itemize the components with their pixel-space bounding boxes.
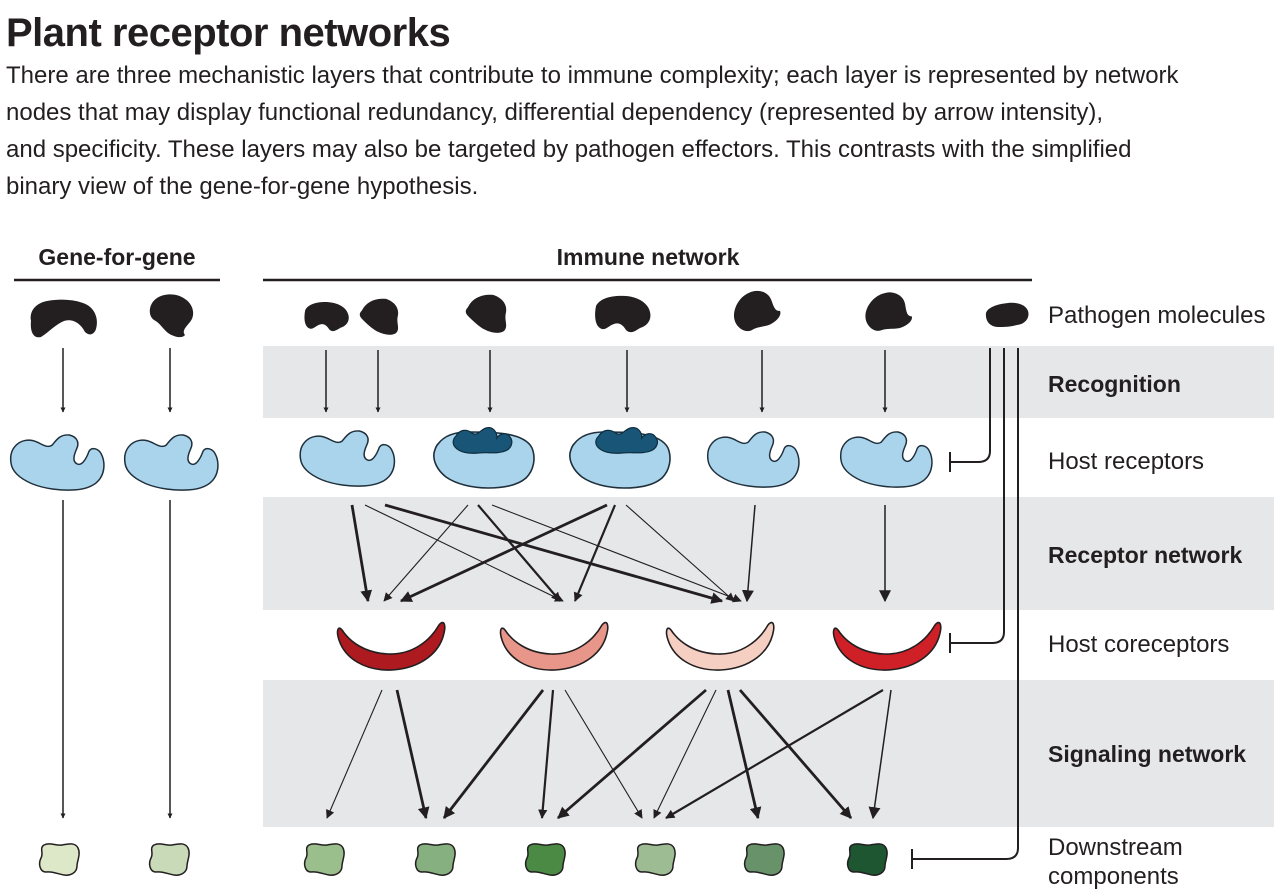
- signaling-arrow: [868, 689, 892, 820]
- label-downstream-components-line2: components: [1048, 863, 1179, 890]
- signaling-arrow: [557, 688, 707, 820]
- pathogen-molecule: [858, 284, 919, 345]
- host-coreceptors: [336, 621, 942, 671]
- host-receptor: [299, 430, 396, 487]
- label-pathogen-molecules: Pathogen molecules: [1048, 302, 1265, 329]
- signaling-arrow: [738, 689, 853, 819]
- band-receptor-network: [263, 497, 1274, 610]
- receptor-network-arrow: [383, 504, 469, 602]
- signaling-arrow: [726, 689, 762, 820]
- label-recognition: Recognition: [1048, 371, 1181, 397]
- signaling-arrow: [538, 689, 555, 819]
- band-recognition: [263, 346, 1274, 418]
- label-downstream-components: Downstream: [1048, 834, 1183, 861]
- receptor-network-arrow: [350, 504, 373, 603]
- receptor-network-arrow: [625, 504, 735, 602]
- label-receptor-network: Receptor network: [1048, 542, 1242, 568]
- signaling-arrow: [442, 689, 545, 819]
- signaling-arrow: [326, 689, 383, 819]
- inhibition-line-receptors: [950, 348, 991, 463]
- immune-network-header: Immune network: [557, 244, 740, 270]
- pathogen-molecule: [304, 302, 349, 332]
- host-receptor: [839, 431, 933, 488]
- downstream-component: [414, 843, 456, 876]
- band-signaling-network: [263, 680, 1274, 827]
- receptor-network-arrow: [384, 503, 724, 604]
- receptor-network-arrow: [477, 504, 561, 602]
- receptor-network-arrows: [350, 503, 891, 604]
- figure-title: Plant receptor networks: [6, 11, 451, 55]
- downstream-component: [743, 843, 785, 876]
- signaling-network-arrows: [326, 688, 892, 820]
- receptor-network-arrow: [491, 504, 742, 603]
- pathogen-molecule: [30, 299, 97, 338]
- downstream-component: [38, 843, 80, 876]
- pathogen-molecule: [727, 283, 787, 343]
- host-receptors: [9, 426, 933, 491]
- receptor-network-arrow: [741, 504, 756, 603]
- host-receptor-bound: [433, 427, 535, 489]
- downstream-component: [148, 843, 190, 876]
- label-signaling-network: Signaling network: [1048, 741, 1246, 767]
- effector-inhibition-lines: [911, 348, 1019, 869]
- pathogen-molecule: [595, 295, 651, 333]
- inhibition-line-downstream: [912, 348, 1019, 860]
- recognition-arrows: [323, 350, 888, 413]
- gene-for-gene-header: Gene-for-gene: [38, 244, 195, 270]
- signaling-arrow: [665, 689, 884, 819]
- pathogen-molecule: [465, 294, 507, 333]
- figure-description: There are three mechanistic layers that …: [6, 57, 1278, 205]
- signaling-arrow: [653, 689, 717, 819]
- description-line: There are three mechanistic layers that …: [6, 62, 1179, 89]
- downstream-component: [524, 843, 566, 876]
- gene-for-gene-arrows: [60, 348, 173, 819]
- host-receptor: [123, 434, 219, 491]
- host-coreceptor: [832, 621, 942, 671]
- downstream-component: [846, 843, 888, 876]
- receptor-network-arrow: [573, 504, 617, 602]
- downstream-component: [634, 843, 676, 876]
- label-host-coreceptors: Host coreceptors: [1048, 631, 1229, 658]
- bound-pathogen-molecule: [595, 426, 659, 454]
- host-receptor: [706, 431, 800, 488]
- host-coreceptor: [336, 621, 446, 671]
- pathogen-molecule: [149, 294, 194, 338]
- host-coreceptor: [499, 621, 609, 671]
- downstream-components: [38, 843, 888, 876]
- label-host-receptors: Host receptors: [1048, 448, 1204, 475]
- host-coreceptor: [665, 621, 775, 671]
- bound-pathogen-molecule: [452, 427, 513, 454]
- receptor-network-arrow: [364, 504, 564, 602]
- downstream-component: [303, 843, 345, 876]
- description-line: and specificity. These layers may also b…: [6, 136, 1132, 163]
- pathogen-molecule: [985, 302, 1029, 327]
- description-line: binary view of the gene-for-gene hypothe…: [6, 173, 479, 200]
- description-line: nodes that may display functional redund…: [6, 99, 1104, 126]
- signaling-arrow: [564, 689, 643, 819]
- pathogen-molecule: [359, 298, 399, 335]
- pathogen-molecules: [30, 283, 1029, 345]
- signaling-arrow: [395, 689, 430, 820]
- host-receptor: [9, 434, 105, 491]
- receptor-network-arrow: [399, 503, 608, 603]
- host-receptor-bound: [569, 426, 671, 489]
- inhibition-line-coreceptors: [950, 348, 1005, 644]
